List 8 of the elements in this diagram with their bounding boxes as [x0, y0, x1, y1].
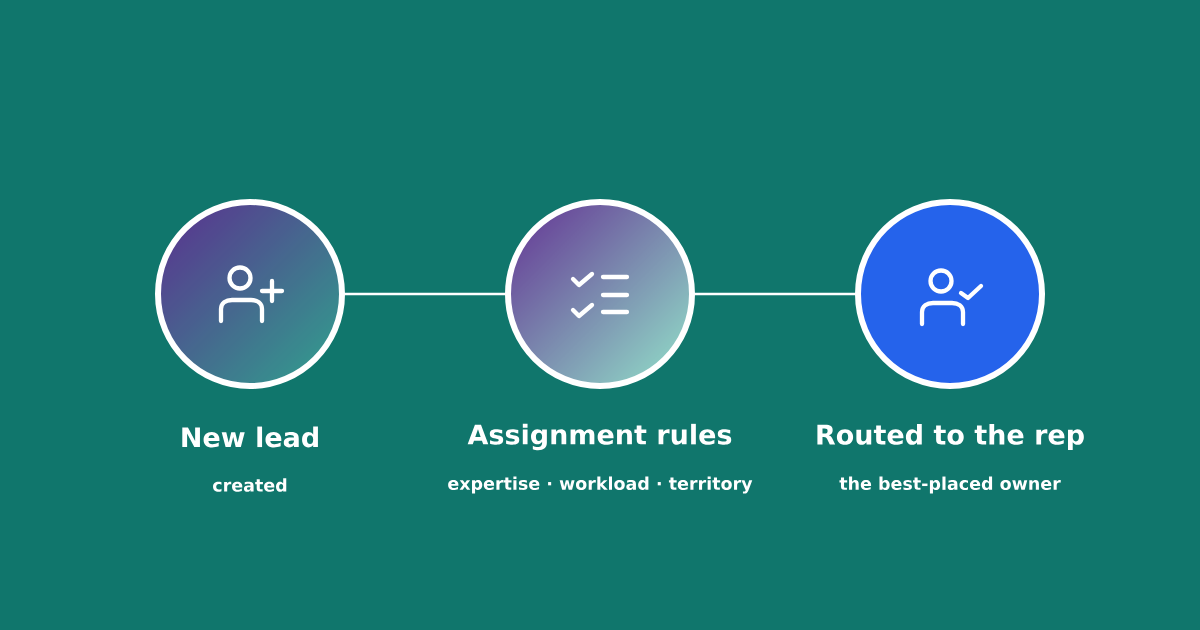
- step-caption: created: [213, 478, 287, 492]
- step-title: Routed to the rep: [817, 423, 1084, 451]
- connector-line: [692, 292, 858, 296]
- step-caption: expertise · workload · territory: [448, 476, 753, 494]
- step-caption: the best-placed owner: [839, 476, 1061, 494]
- step-title: Assignment rules: [467, 423, 732, 451]
- connector-line: [342, 292, 508, 296]
- step-title: New lead: [182, 426, 318, 448]
